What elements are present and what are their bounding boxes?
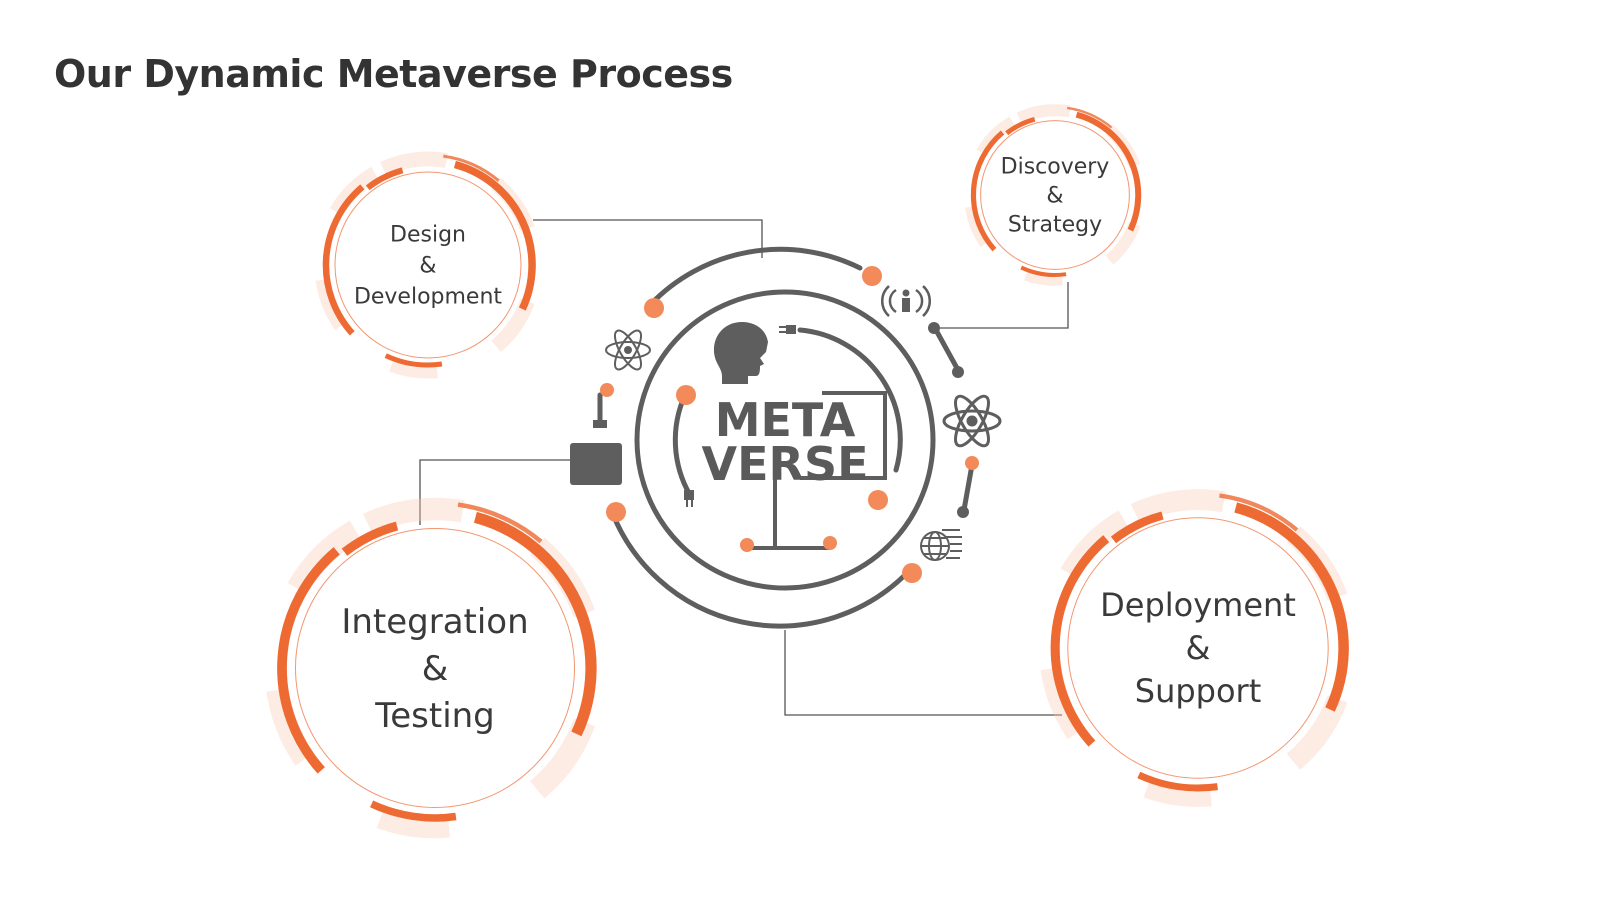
node-dot (902, 563, 922, 583)
page-title: Our Dynamic Metaverse Process (54, 52, 733, 96)
atom-icon (942, 394, 1002, 448)
stage-label-integration: & (422, 649, 449, 689)
stage-label-integration: Integration (341, 602, 528, 642)
node-dot (952, 366, 964, 378)
inner-ring (797, 327, 903, 473)
connector-integration (419, 459, 622, 525)
logo-text: META VERSE (702, 393, 869, 491)
stage-label-design: Development (354, 285, 502, 310)
node-dot (928, 322, 940, 334)
node-dot (965, 456, 979, 470)
stage-integration: Integration & Testing (266, 497, 597, 839)
metaverse-emblem: META VERSE (570, 246, 1002, 629)
stage-label-deployment: & (1186, 629, 1211, 667)
stage-label-design: & (419, 254, 436, 279)
outer-ring (647, 246, 863, 308)
stage-deployment: Deployment & Support (1040, 489, 1349, 807)
connector-design (533, 219, 763, 258)
broadcast-person-icon (880, 285, 932, 317)
connector-deployment (784, 630, 1062, 716)
node-dot (868, 490, 888, 510)
middle-ring (634, 289, 936, 591)
outer-ring (609, 509, 908, 629)
node-dot (676, 385, 696, 405)
node-dot (606, 502, 626, 522)
stage-discovery: Discovery & Strategy (965, 104, 1142, 286)
box-icon (593, 420, 607, 428)
node-dot (823, 536, 837, 550)
stage-label-discovery: Discovery (1001, 155, 1110, 180)
head-vr-icon (713, 322, 768, 384)
node-dot (740, 538, 754, 552)
stage-label-discovery: & (1046, 184, 1063, 209)
plug-icon (684, 490, 694, 507)
logo-line-1: META (715, 393, 856, 447)
connector-discovery (935, 282, 1069, 329)
atom-icon (605, 329, 651, 371)
stage-label-deployment: Support (1135, 672, 1262, 710)
stage-label-design: Design (390, 223, 466, 248)
globe-text-icon (920, 529, 962, 561)
node-dot (600, 383, 614, 397)
stage-design: Design & Development (315, 151, 536, 379)
stage-label-discovery: Strategy (1008, 213, 1102, 238)
node-dot (644, 298, 664, 318)
plug-icon (779, 325, 796, 334)
stage-label-integration: Testing (374, 696, 495, 736)
stage-label-deployment: Deployment (1100, 586, 1296, 624)
inner-ring (672, 392, 693, 498)
box-icon (570, 443, 622, 485)
logo-line-2: VERSE (702, 437, 869, 491)
node-dot (957, 506, 969, 518)
node-dot (862, 266, 882, 286)
